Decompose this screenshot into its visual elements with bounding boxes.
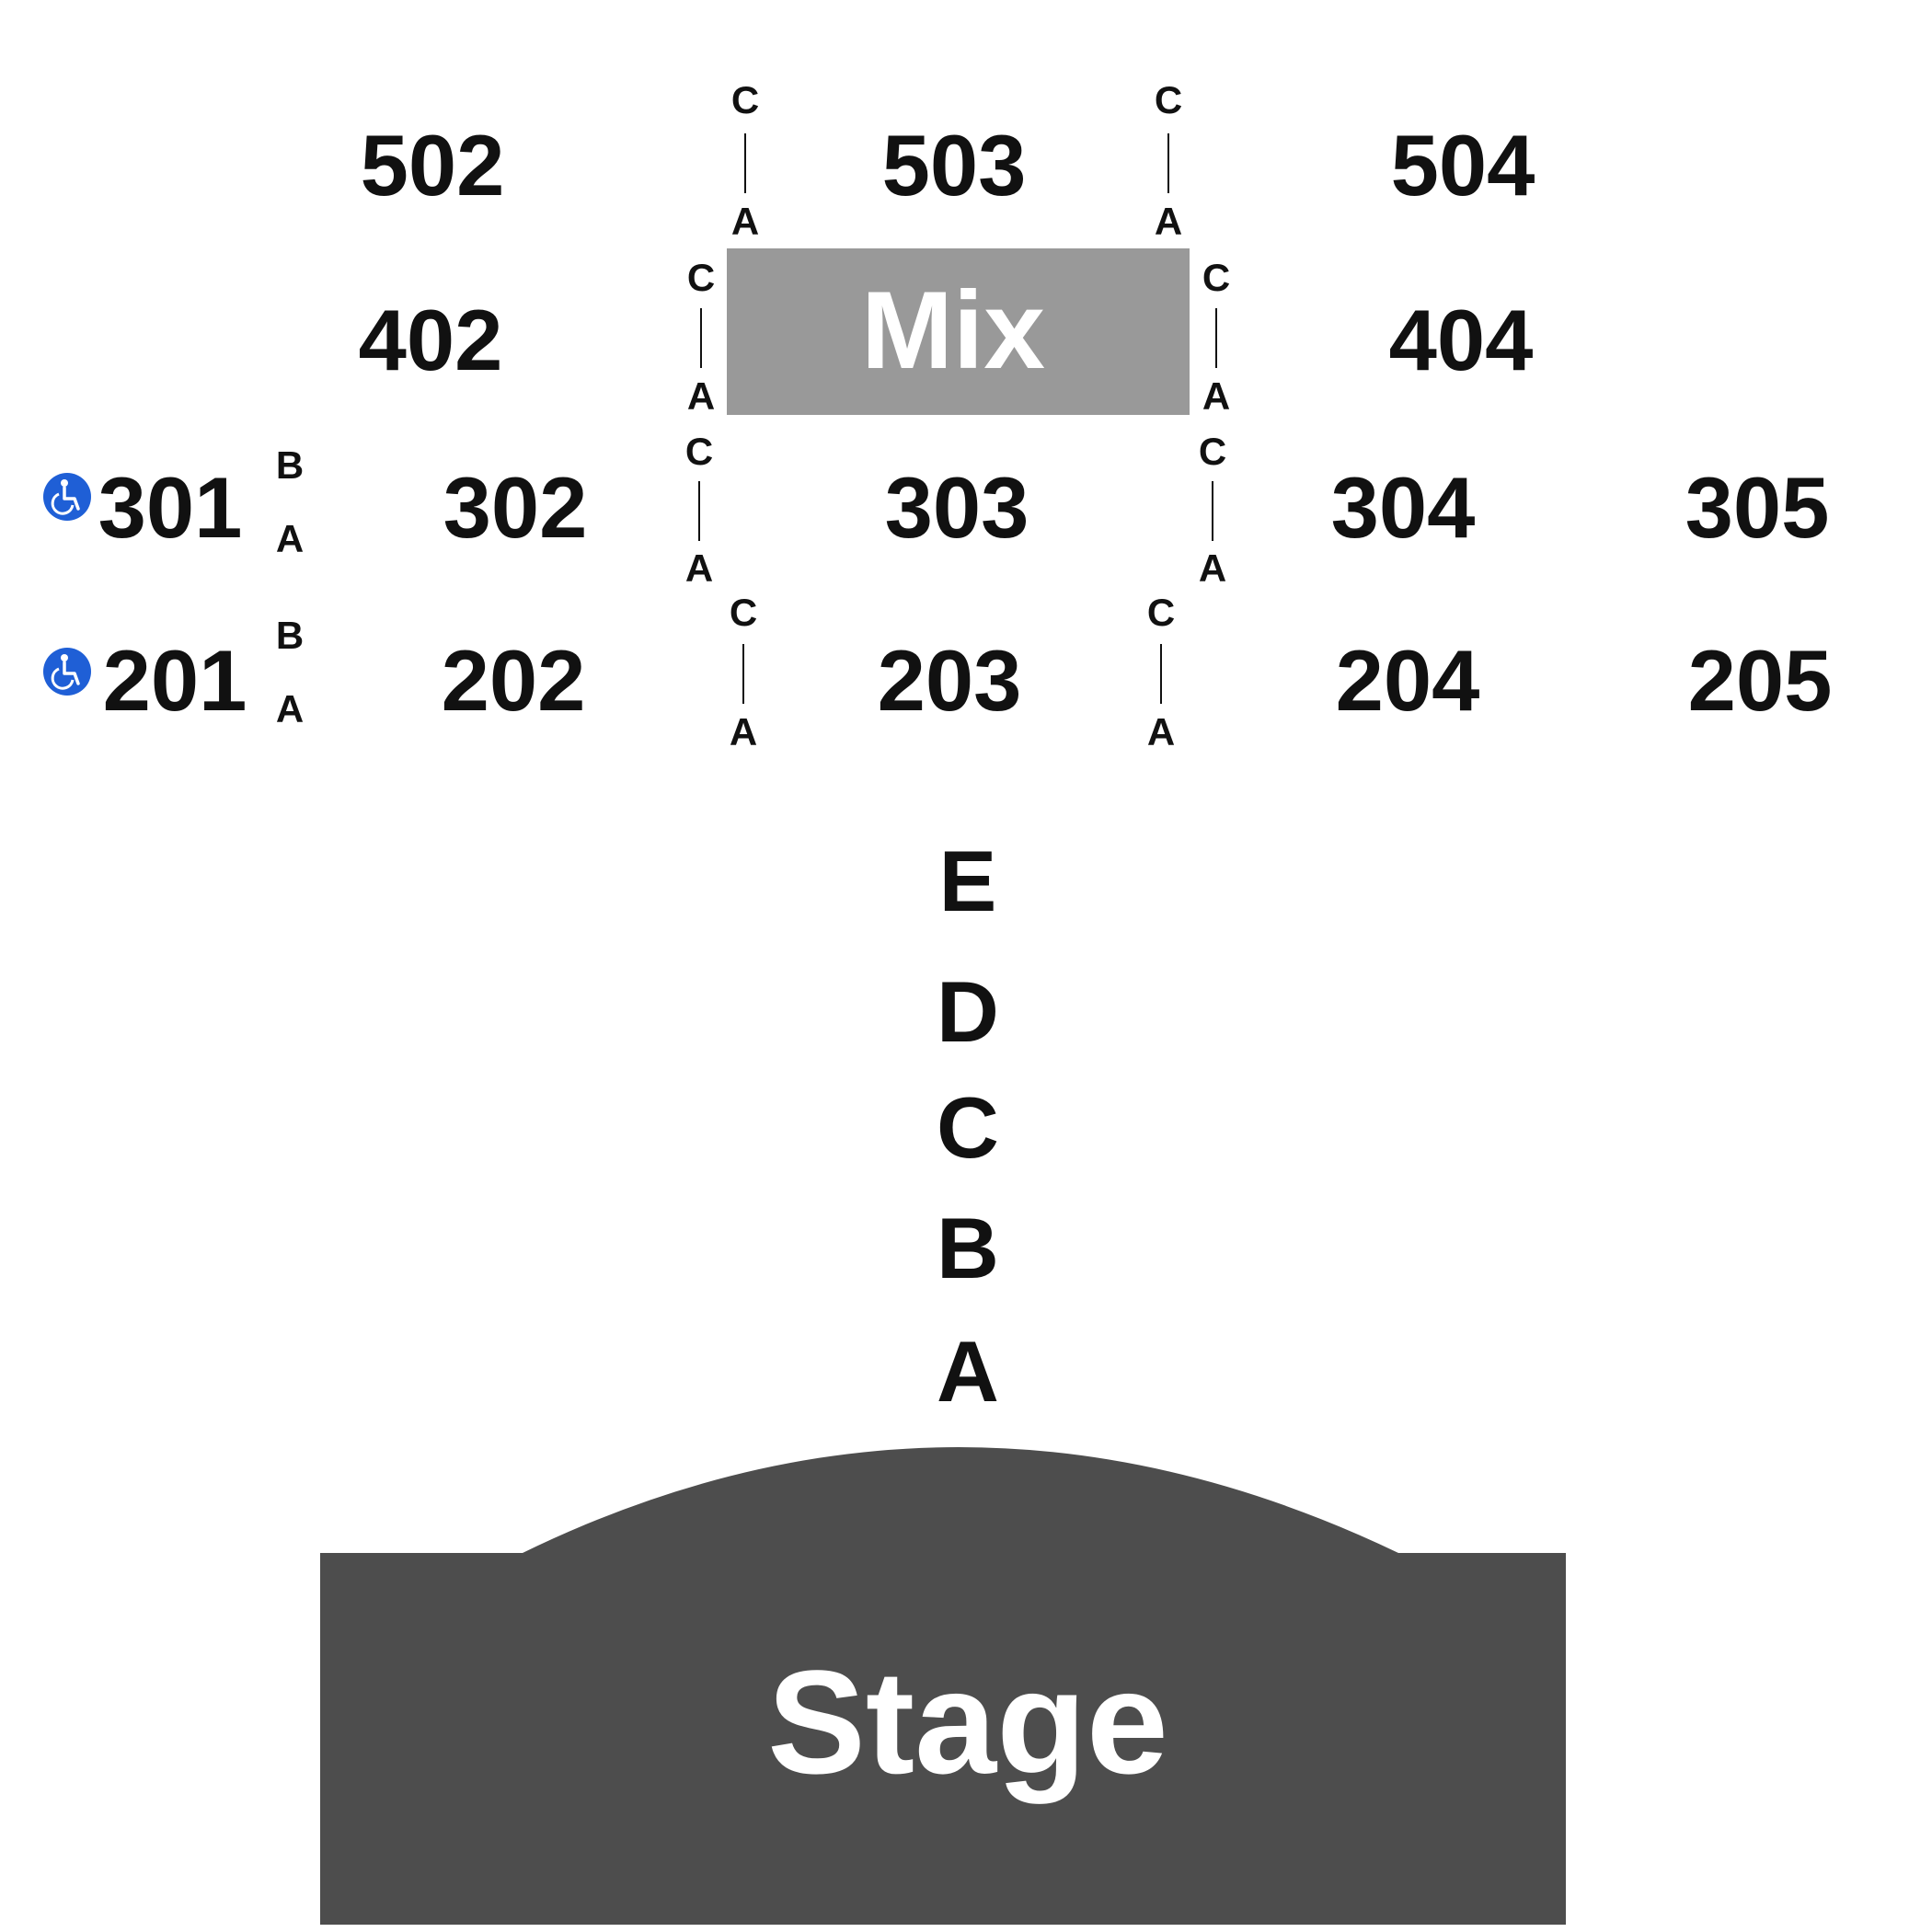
stage[interactable] xyxy=(320,1447,1566,1925)
section-203[interactable]: 203 xyxy=(878,632,1022,729)
section-404[interactable]: 404 xyxy=(1389,292,1534,388)
svg-text:C: C xyxy=(1155,78,1182,121)
aisle-indicator-503-right: C A xyxy=(1155,78,1182,243)
svg-text:C: C xyxy=(730,591,757,634)
section-304[interactable]: 304 xyxy=(1331,459,1476,556)
svg-text:A: A xyxy=(687,374,715,418)
section-502[interactable]: 502 xyxy=(361,117,505,213)
aisle-indicator-mix-left: C A xyxy=(687,256,715,418)
aisle-indicator-503-left: C A xyxy=(731,78,759,243)
aisle-indicator-mix-right: C A xyxy=(1202,256,1230,418)
svg-text:A: A xyxy=(1155,200,1182,243)
svg-text:C: C xyxy=(731,78,759,121)
row-marker-201-b: B xyxy=(276,614,304,657)
svg-text:C: C xyxy=(1199,430,1226,473)
wheelchair-icon xyxy=(43,473,91,521)
floor-row-a[interactable]: A xyxy=(937,1323,999,1420)
section-402[interactable]: 402 xyxy=(359,292,503,388)
section-303[interactable]: 303 xyxy=(885,459,1029,556)
svg-text:A: A xyxy=(731,200,759,243)
floor-row-b[interactable]: B xyxy=(937,1200,999,1296)
section-202[interactable]: 202 xyxy=(442,632,586,729)
section-504[interactable]: 504 xyxy=(1391,117,1535,213)
row-marker-301-b: B xyxy=(276,443,304,487)
floor-row-d[interactable]: D xyxy=(937,963,999,1060)
floor-row-c[interactable]: C xyxy=(937,1079,999,1176)
section-503[interactable]: 503 xyxy=(882,117,1027,213)
section-205[interactable]: 205 xyxy=(1688,632,1833,729)
section-301[interactable]: 301 xyxy=(98,459,243,556)
svg-text:C: C xyxy=(1147,591,1175,634)
svg-text:A: A xyxy=(1199,546,1226,590)
svg-text:A: A xyxy=(685,546,713,590)
svg-text:A: A xyxy=(1147,710,1175,753)
aisle-indicator-303-right: C A xyxy=(1199,430,1226,590)
aisle-indicator-203-left: C A xyxy=(730,591,757,753)
section-201[interactable]: 201 xyxy=(103,632,247,729)
section-302[interactable]: 302 xyxy=(443,459,588,556)
wheelchair-icon xyxy=(43,648,91,696)
svg-text:A: A xyxy=(730,710,757,753)
mix-platform[interactable] xyxy=(727,248,1190,415)
svg-text:C: C xyxy=(687,256,715,299)
stage-label: Stage xyxy=(767,1639,1168,1804)
svg-text:C: C xyxy=(685,430,713,473)
svg-text:C: C xyxy=(1202,256,1230,299)
section-305[interactable]: 305 xyxy=(1685,459,1830,556)
mix-label: Mix xyxy=(861,269,1045,392)
aisle-indicator-203-right: C A xyxy=(1147,591,1175,753)
section-204[interactable]: 204 xyxy=(1336,632,1480,729)
row-marker-201-a: A xyxy=(276,687,304,730)
floor-row-e[interactable]: E xyxy=(939,833,997,929)
row-marker-301-a: A xyxy=(276,517,304,560)
aisle-indicator-303-left: C A xyxy=(685,430,713,590)
svg-text:A: A xyxy=(1202,374,1230,418)
